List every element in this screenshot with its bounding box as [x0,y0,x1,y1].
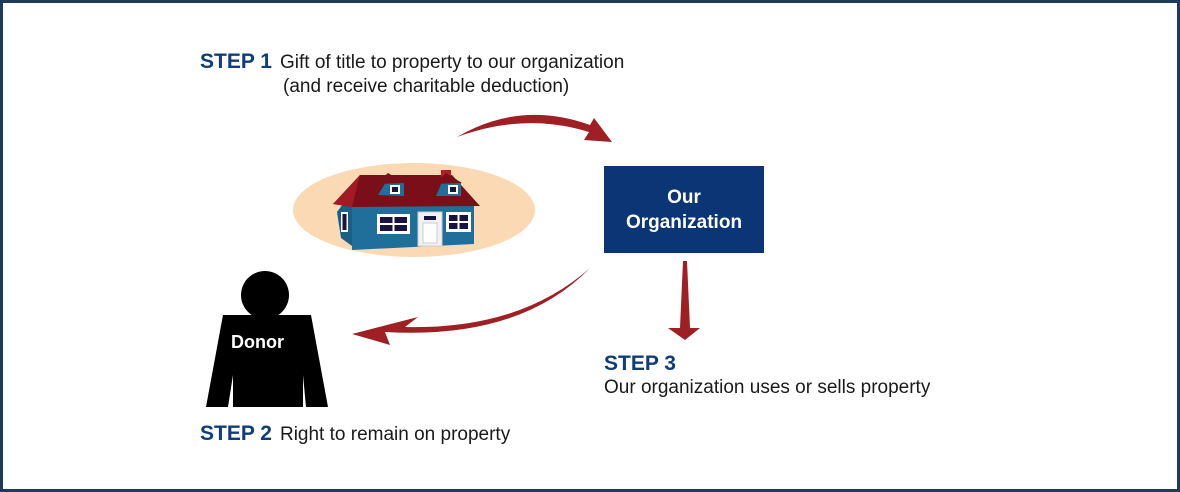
curved-arrow-step2-icon [352,268,590,345]
step-2-text: STEP 2 Right to remain on property [200,422,510,447]
house-icon [333,170,480,250]
organization-box: Our Organization [604,166,764,253]
step-1-line2: (and receive charitable deduction) [283,76,570,97]
step-1-text: STEP 1 Gift of title to property to our o… [200,50,624,99]
step-3-text: STEP 3 Our organization uses or sells pr… [604,352,930,400]
person-silhouette-icon [206,271,328,407]
organization-line2: Organization [625,211,743,233]
step-3-label: STEP 3 [604,352,676,375]
curved-arrow-step1-icon [457,114,612,142]
step-3-description: Our organization uses or sells property [604,377,931,398]
donor-label: Donor [231,332,284,352]
step-1-label: STEP 1 [200,50,272,73]
step-1-line1: Gift of title to property to our organiz… [279,52,625,73]
organization-line1: Our [667,186,701,208]
step-2-description: Right to remain on property [279,424,511,445]
step-2-label: STEP 2 [200,422,272,445]
straight-arrow-step3-icon [668,261,700,340]
